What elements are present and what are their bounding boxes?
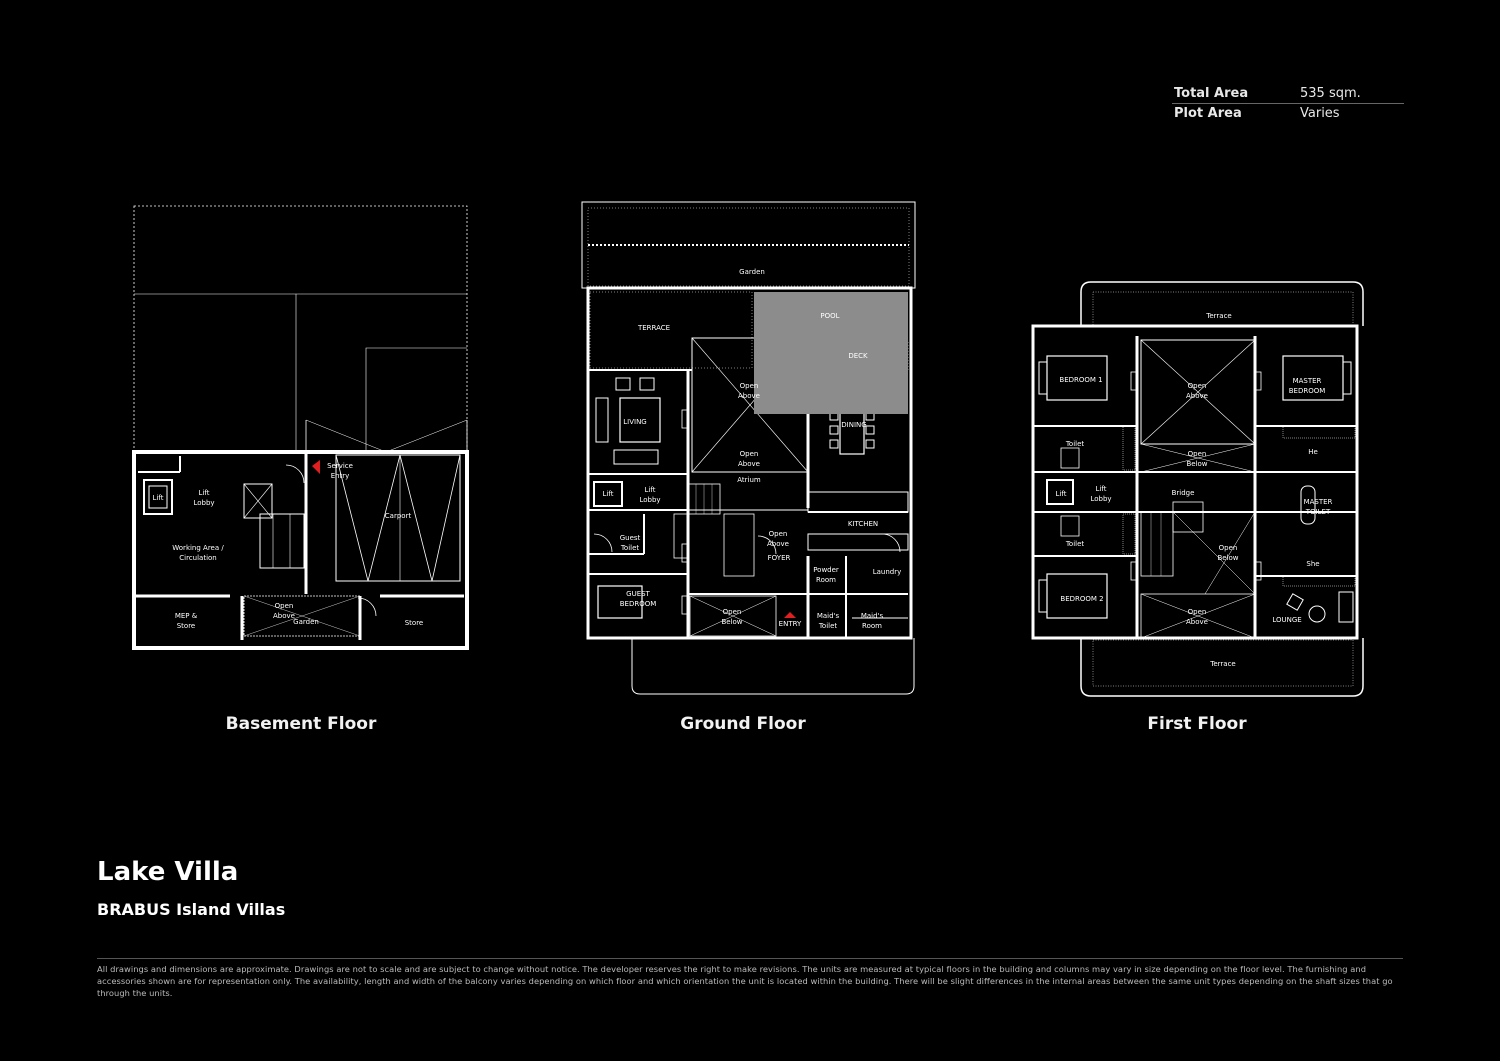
room-label-maids-toilet: Maid's [817,612,840,620]
room-label-terrace: Terrace [1209,660,1235,668]
room-label-terrace: Terrace [1205,312,1231,320]
room-label-dining: DINING [841,421,866,429]
first-floor-plan: Terrace BEDROOM 1 Open Above MASTER BEDR… [1031,281,1364,697]
room-label-lift-lobby: Lift [1096,485,1107,493]
area-table: Total Area 535 sqm. Plot Area Varies [1172,84,1404,123]
area-label: Total Area [1174,86,1249,101]
room-label-mep-store: Store [177,622,196,630]
room-label-garden: Garden [293,618,319,626]
room-label-open-above: Open [1188,608,1207,616]
room-label-open-below: Open [1219,544,1238,552]
room-label-service-entry: Service [327,462,353,470]
room-label-bedroom-1: BEDROOM 1 [1059,376,1102,384]
area-row-plot: Plot Area Varies [1172,104,1404,123]
area-value: 535 sqm. [1300,86,1361,101]
room-label-working-area: Circulation [179,554,217,562]
room-label-guest-bedroom: BEDROOM [620,600,657,608]
room-label-open-below: Open [1188,450,1207,458]
room-label-lift-lobby: Lift [199,489,210,497]
room-label-lift: Lift [153,494,164,502]
room-label-terrace: TERRACE [637,324,670,332]
room-label-open-above: Above [767,540,789,548]
room-label-open-above: Above [1186,392,1208,400]
room-label-open-below: Below [721,618,742,626]
room-label-she: She [1306,560,1319,568]
room-label-open-above: Open [769,530,788,538]
ground-floor-plan: Garden POOL TERRACE DECK Open Above LIVI… [581,201,916,695]
basement-floor-plan: Lift Lift Lobby Service Entry Carport Wo… [132,205,469,650]
area-label: Plot Area [1174,106,1242,121]
room-label-lift-lobby: Lobby [1090,495,1111,503]
project-subtitle: BRABUS Island Villas [97,900,286,919]
room-label-open-above: Open [740,382,759,390]
room-label-maids-room: Room [862,622,882,630]
room-label-pool: POOL [820,312,839,320]
service-entry-marker [312,460,320,474]
room-label-deck: DECK [848,352,868,360]
room-label-master-toilet: MASTER [1304,498,1333,506]
room-label-open-below: Below [1217,554,1238,562]
room-label-open-above: Above [273,612,295,620]
room-label-open-above: Open [740,450,759,458]
room-label-lift-lobby: Lobby [193,499,214,507]
room-label-foyer: FOYER [768,554,791,562]
room-label-working-area: Working Area / [172,544,224,552]
room-label-open-below: Below [1186,460,1207,468]
room-label-service-entry: Entry [331,472,350,480]
room-label-lounge: LOUNGE [1272,616,1301,624]
room-label-he: He [1308,448,1318,456]
room-label-carport: Carport [385,512,412,520]
room-label-open-above: Above [738,460,760,468]
room-label-guest-toilet: Toilet [620,544,640,552]
project-title: Lake Villa [97,857,239,887]
room-label-open-above: Above [738,392,760,400]
room-label-open-above: Open [1188,382,1207,390]
room-label-open-below: Open [723,608,742,616]
room-label-kitchen: KITCHEN [848,520,878,528]
area-value: Varies [1300,106,1340,121]
room-label-store: Store [405,619,424,627]
room-label-mep-store: MEP & [175,612,198,620]
room-label-entry: ENTRY [779,620,802,628]
room-label-laundry: Laundry [873,568,902,576]
room-label-open-above: Above [1186,618,1208,626]
room-label-powder-room: Powder [813,566,839,574]
floor-title-first: First Floor [1147,714,1247,734]
room-label-lift-lobby: Lobby [639,496,660,504]
floor-title-ground: Ground Floor [680,714,806,734]
pool-area [754,292,908,414]
disclaimer-text: All drawings and dimensions are approxim… [97,964,1393,998]
room-label-lift-lobby: Lift [645,486,656,494]
room-label-toilet: Toilet [1065,540,1085,548]
room-label-guest-toilet: Guest [620,534,641,542]
entry-marker [784,612,796,618]
room-label-lift: Lift [1056,490,1067,498]
room-label-master-toilet: TOILET [1305,508,1331,516]
room-label-toilet: Toilet [1065,440,1085,448]
room-label-garden: Garden [739,268,765,276]
room-label-master-bedroom: BEDROOM [1289,387,1326,395]
footer-divider [97,958,1403,959]
room-label-maids-toilet: Toilet [818,622,838,630]
room-label-master-bedroom: MASTER [1293,377,1322,385]
room-label-bridge: Bridge [1172,489,1195,497]
room-label-maids-room: Maid's [861,612,884,620]
room-label-atrium: Atrium [737,476,761,484]
room-label-guest-bedroom: GUEST [626,590,650,598]
area-row-total: Total Area 535 sqm. [1172,84,1404,104]
room-label-open-above: Open [275,602,294,610]
floor-title-basement: Basement Floor [225,714,377,734]
room-label-powder-room: Room [816,576,836,584]
room-label-lift: Lift [603,490,614,498]
room-label-bedroom-2: BEDROOM 2 [1060,595,1103,603]
room-label-living: LIVING [623,418,646,426]
